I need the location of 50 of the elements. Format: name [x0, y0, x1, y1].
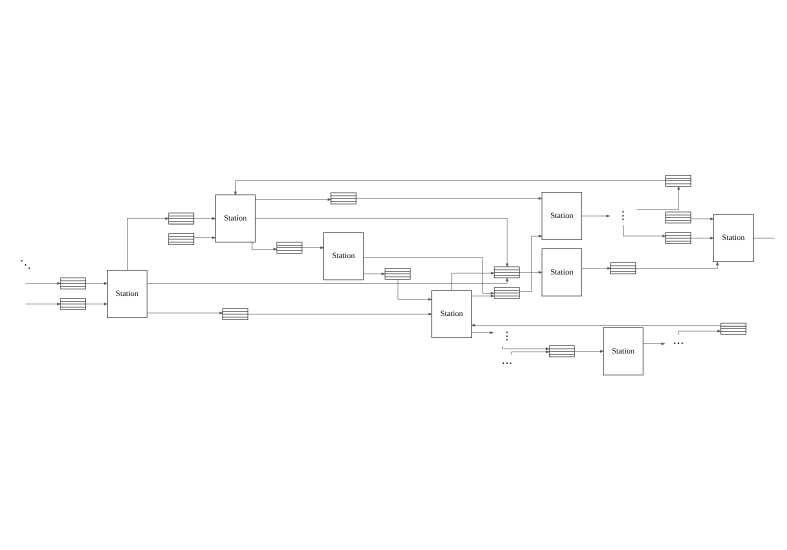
arrow — [146, 277, 509, 284]
arrow — [255, 198, 332, 201]
arrow — [252, 242, 278, 251]
arrow — [127, 217, 170, 271]
node-text: ⋯ — [501, 358, 512, 370]
node-box: Station — [215, 194, 256, 242]
arrow — [194, 217, 216, 220]
arrow — [398, 279, 432, 301]
arrow — [471, 331, 494, 334]
node-box: Station — [603, 327, 644, 376]
arrow — [302, 246, 324, 250]
node-box: Station — [542, 192, 582, 240]
arrow — [582, 266, 612, 270]
arrow — [690, 236, 714, 240]
arrow — [690, 218, 714, 220]
arrow — [574, 350, 604, 353]
arrow — [623, 224, 666, 238]
node-box: Station — [713, 214, 754, 262]
node-text: ⋯ — [672, 338, 684, 350]
arrow — [356, 197, 543, 200]
node-box: Station — [432, 290, 472, 338]
node-box: Station — [542, 248, 582, 296]
arrow — [511, 350, 550, 356]
arrow — [25, 302, 62, 306]
arrow — [234, 180, 666, 196]
arrow — [642, 342, 666, 346]
arrow — [194, 236, 216, 240]
node-box: Station — [323, 232, 364, 280]
arrow — [363, 272, 386, 276]
arrow — [636, 261, 719, 269]
arrow — [519, 234, 543, 292]
node-text: ⋮ — [501, 330, 512, 343]
arrow — [452, 272, 495, 291]
arrow — [146, 312, 224, 314]
arrow — [363, 257, 495, 295]
arrow — [519, 270, 543, 274]
arrow — [582, 214, 610, 218]
arrow — [255, 218, 509, 268]
arrow — [470, 324, 721, 327]
arrow — [86, 282, 108, 285]
node-text: ⋮ — [618, 210, 629, 222]
arrow — [502, 346, 550, 350]
arrow — [636, 186, 680, 210]
arrow — [86, 302, 108, 306]
arrow — [678, 330, 722, 335]
arrow — [248, 312, 433, 316]
label: ⋱ — [20, 259, 31, 272]
arrow — [471, 294, 495, 298]
arrow — [25, 282, 62, 285]
node-box: Station — [107, 270, 148, 318]
